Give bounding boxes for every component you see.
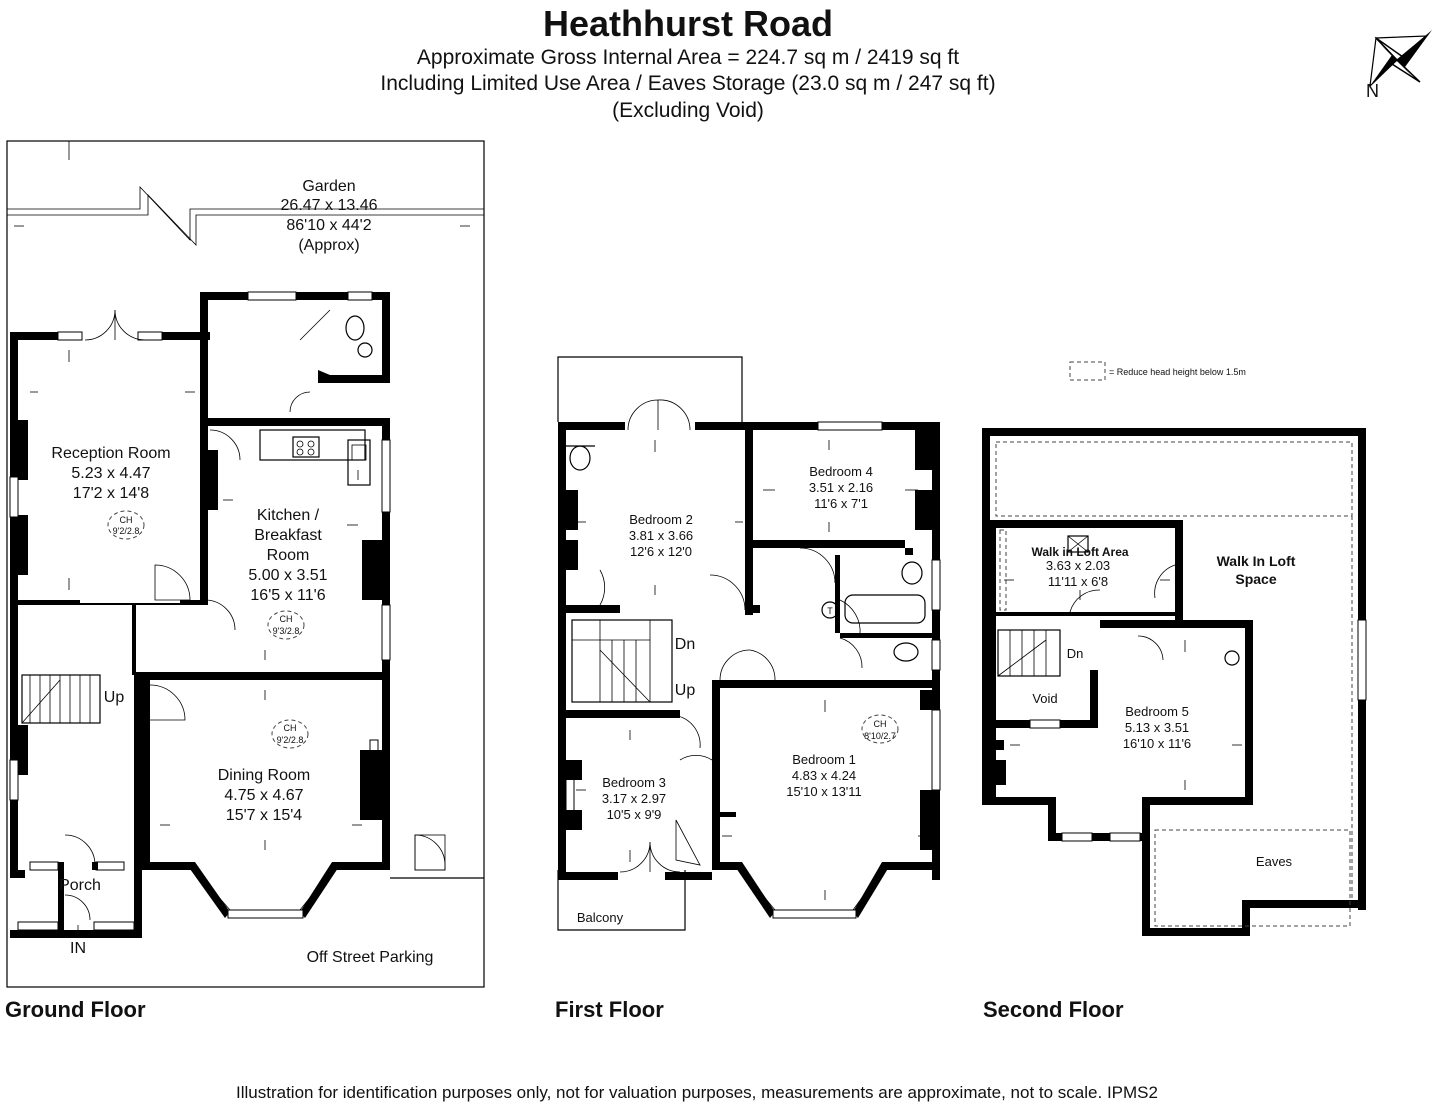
reception-room-name: Reception Room xyxy=(51,445,170,462)
reception-ch-label: CH xyxy=(120,515,133,525)
second-floor-label: Second Floor xyxy=(983,997,1124,1022)
dining-ch-value: 9'2/2.8 xyxy=(277,735,304,745)
disclaimer: Illustration for identification purposes… xyxy=(236,1083,1158,1102)
bedroom5-imperial: 16'10 x 11'6 xyxy=(1123,736,1191,751)
first-floor-label: First Floor xyxy=(555,997,664,1022)
gross-area-line: Approximate Gross Internal Area = 224.7 … xyxy=(417,46,959,69)
dining-room-imperial: 15'7 x 15'4 xyxy=(226,807,302,824)
garden-imperial: 86'10 x 44'2 xyxy=(286,217,371,234)
reception-room-metric: 5.23 x 4.47 xyxy=(71,465,150,482)
void-label: Void xyxy=(1032,691,1057,706)
compass-north-label: N xyxy=(1366,81,1379,101)
ground-floor-stairs xyxy=(21,674,101,724)
kitchen-name-line3: Room xyxy=(267,547,310,564)
first-floor-walls xyxy=(558,422,940,880)
bedroom1-metric: 4.83 x 4.24 xyxy=(792,768,856,783)
dining-room-metric: 4.75 x 4.67 xyxy=(224,787,303,804)
walk-in-loft-space-line1: Walk In Loft xyxy=(1217,553,1296,569)
kitchen-name-line2: Breakfast xyxy=(254,527,322,544)
bedroom1-imperial: 15'10 x 13'11 xyxy=(786,784,862,799)
kitchen-ch-label: CH xyxy=(280,614,293,624)
porch-label: Porch xyxy=(59,877,101,894)
bedroom4-metric: 3.51 x 2.16 xyxy=(809,480,873,495)
compass-rose-icon xyxy=(1369,30,1432,88)
ground-floor-label: Ground Floor xyxy=(5,997,146,1022)
bedroom3-imperial: 10'5 x 9'9 xyxy=(607,807,662,822)
bedroom1-ch-value: 8'10/2.7 xyxy=(864,731,896,741)
second-floor-walls xyxy=(982,428,1366,936)
bedroom4-imperial: 11'6 x 7'1 xyxy=(814,496,868,511)
walk-in-loft-area-name: Walk in Loft Area xyxy=(1031,545,1128,559)
garden-metric: 26.47 x 13.46 xyxy=(281,197,378,214)
dining-room-name: Dining Room xyxy=(218,767,310,784)
kitchen-ch-value: 9'3/2.8 xyxy=(273,626,300,636)
second-dn-label: Dn xyxy=(1067,646,1084,661)
off-street-parking-label: Off Street Parking xyxy=(307,949,434,966)
svg-text:T: T xyxy=(827,606,833,616)
second-floor-stairs xyxy=(997,629,1061,677)
walk-in-loft-area-metric: 3.63 x 2.03 xyxy=(1046,558,1110,573)
reduced-head-height-legend-icon xyxy=(1069,361,1106,381)
reception-room-imperial: 17'2 x 14'8 xyxy=(73,485,149,502)
first-dn-label: Dn xyxy=(675,636,695,653)
entrance-label: IN xyxy=(70,940,86,957)
first-up-label: Up xyxy=(675,682,696,699)
kitchen-name-line1: Kitchen / xyxy=(257,507,320,524)
ground-floor-walls xyxy=(10,292,390,938)
garden-note: (Approx) xyxy=(298,237,359,254)
bedroom1-ch-label: CH xyxy=(874,719,887,729)
first-floor-plan: Dn Up T xyxy=(557,356,941,931)
ground-up-label: Up xyxy=(104,689,125,706)
kitchen-imperial: 16'5 x 11'6 xyxy=(250,587,325,604)
bedroom5-metric: 5.13 x 3.51 xyxy=(1125,720,1189,735)
walk-in-loft-space-line2: Space xyxy=(1235,571,1276,587)
balcony-label: Balcony xyxy=(577,910,624,925)
garden-name: Garden xyxy=(302,178,355,195)
plan-title: Heathhurst Road xyxy=(543,3,833,44)
limited-use-line: Including Limited Use Area / Eaves Stora… xyxy=(380,72,995,95)
second-floor-plan: = Reduce head height below 1.5m Dn Void xyxy=(982,361,1367,936)
plot-boundary xyxy=(6,140,485,988)
bedroom1-name: Bedroom 1 xyxy=(792,752,856,767)
bedroom3-name: Bedroom 3 xyxy=(602,775,666,790)
reception-ch-value: 9'2/2.8 xyxy=(113,526,140,536)
eaves-label: Eaves xyxy=(1256,854,1293,869)
ground-floor-plan: Garden 26.47 x 13.46 86'10 x 44'2 (Appro… xyxy=(6,140,485,988)
bedroom2-imperial: 12'6 x 12'0 xyxy=(630,544,692,559)
excluding-void-line: (Excluding Void) xyxy=(612,99,764,122)
legend-text: = Reduce head height below 1.5m xyxy=(1109,367,1246,377)
bedroom5-name: Bedroom 5 xyxy=(1125,704,1189,719)
first-floor-stairs xyxy=(571,619,673,703)
bedroom3-metric: 3.17 x 2.97 xyxy=(602,791,666,806)
kitchen-metric: 5.00 x 3.51 xyxy=(248,567,327,584)
dining-ch-label: CH xyxy=(284,723,297,733)
walk-in-loft-area-imperial: 11'11 x 6'8 xyxy=(1048,574,1108,589)
bedroom4-name: Bedroom 4 xyxy=(809,464,873,479)
bedroom2-name: Bedroom 2 xyxy=(629,512,693,527)
header: Heathhurst Road Approximate Gross Intern… xyxy=(380,3,995,122)
bedroom2-metric: 3.81 x 3.66 xyxy=(629,528,693,543)
